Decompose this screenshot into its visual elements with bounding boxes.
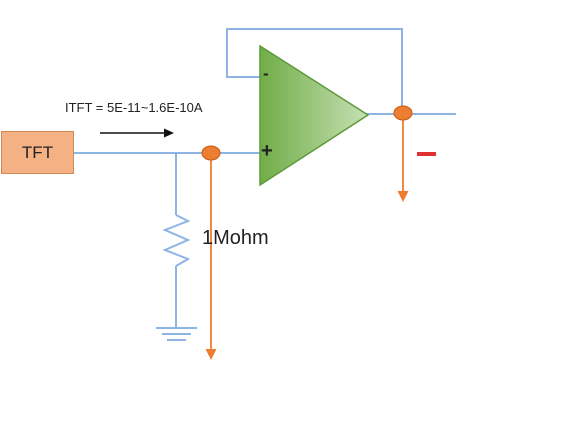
resistor-symbol (162, 214, 191, 267)
tft-source-box: TFT (1, 131, 74, 174)
tft-label: TFT (21, 142, 54, 162)
opamp-triangle (259, 44, 370, 187)
ground-symbol (156, 327, 197, 341)
current-arrow-icon (100, 128, 174, 138)
resistor-label: 1Mohm (202, 227, 269, 249)
current-annotation: ITFT = 5E-11~1.6E-10A (65, 100, 203, 115)
negative-output-mark (417, 152, 436, 156)
opamp-inverting-symbol: - (263, 64, 269, 83)
output-probe-arrow-icon (397, 114, 409, 202)
input-probe-arrow-icon (205, 153, 217, 360)
output-node-dot (393, 105, 413, 121)
opamp-noninverting-symbol: + (261, 140, 273, 162)
feedback-wire (226, 28, 403, 112)
input-node-dot (201, 145, 221, 161)
